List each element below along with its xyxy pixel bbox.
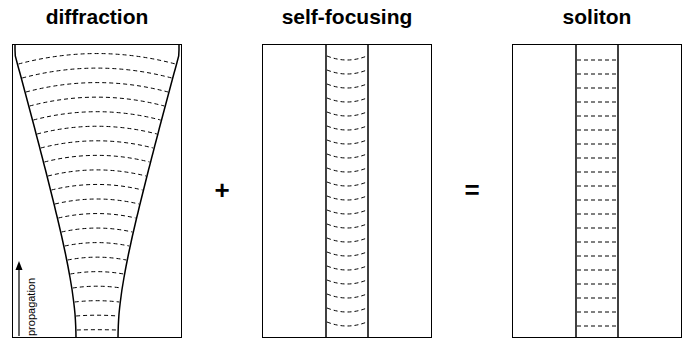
wavefront bbox=[577, 88, 617, 89]
beam-edge bbox=[15, 44, 76, 338]
wavefront bbox=[327, 210, 367, 214]
wavefront bbox=[577, 270, 617, 271]
wavefront bbox=[26, 83, 168, 92]
wavefront bbox=[327, 70, 367, 74]
wavefront bbox=[30, 97, 165, 106]
wavefront bbox=[48, 170, 146, 176]
wavefront bbox=[327, 224, 367, 228]
wavefront bbox=[58, 214, 135, 218]
self-focusing-wavefronts bbox=[327, 56, 367, 326]
wavefront bbox=[327, 84, 367, 88]
wavefront bbox=[577, 60, 617, 61]
wavefront bbox=[76, 315, 118, 317]
axis-label: propagation bbox=[25, 278, 38, 336]
plus-sign: + bbox=[214, 175, 229, 206]
soliton-wavefronts bbox=[577, 60, 617, 326]
wavefront bbox=[577, 130, 617, 131]
wavefront bbox=[577, 214, 617, 215]
wavefront bbox=[577, 144, 617, 145]
diffraction-beam bbox=[15, 44, 179, 338]
wavefront bbox=[70, 272, 123, 274]
wavefront bbox=[55, 199, 139, 204]
wavefront bbox=[327, 308, 367, 312]
propagation-arrow bbox=[16, 261, 23, 336]
wavefront bbox=[327, 252, 367, 256]
wavefront bbox=[41, 141, 153, 148]
wavefront bbox=[62, 228, 133, 232]
panel-title: self-focusing bbox=[243, 5, 451, 29]
wavefront bbox=[327, 154, 367, 158]
wavefront bbox=[327, 126, 367, 130]
beam-panel: soliton bbox=[512, 44, 682, 338]
wavefront bbox=[327, 322, 367, 326]
wavefront bbox=[327, 168, 367, 172]
wavefront bbox=[19, 54, 176, 64]
wavefront bbox=[77, 329, 117, 330]
wavefront bbox=[22, 68, 172, 78]
wavefront bbox=[68, 257, 127, 260]
wavefront bbox=[577, 242, 617, 243]
wavefront bbox=[327, 280, 367, 284]
wavefront bbox=[327, 56, 367, 60]
wavefront bbox=[577, 102, 617, 103]
panel-title: soliton bbox=[493, 5, 694, 29]
wavefront bbox=[577, 158, 617, 159]
beam-panel: self-focusing bbox=[262, 44, 432, 338]
wavefront bbox=[37, 126, 157, 134]
beam-panel: diffraction bbox=[12, 44, 182, 338]
wavefront bbox=[577, 228, 617, 229]
beam-edge bbox=[118, 44, 179, 338]
wavefront bbox=[577, 172, 617, 173]
wavefront bbox=[75, 301, 120, 302]
wavefront bbox=[577, 256, 617, 257]
self-focusing-beam bbox=[326, 44, 368, 338]
wavefront bbox=[577, 116, 617, 117]
wavefront bbox=[577, 200, 617, 201]
wavefront bbox=[327, 196, 367, 200]
wavefront bbox=[327, 112, 367, 116]
wavefront bbox=[327, 182, 367, 186]
equals-sign: = bbox=[464, 175, 479, 206]
wavefront bbox=[577, 186, 617, 187]
wavefront bbox=[327, 140, 367, 144]
panel-title: diffraction bbox=[0, 5, 201, 29]
wavefront bbox=[577, 312, 617, 313]
wavefront bbox=[327, 266, 367, 270]
wavefront bbox=[73, 286, 121, 288]
wavefront bbox=[577, 74, 617, 75]
wavefront bbox=[327, 238, 367, 242]
wavefront bbox=[33, 112, 160, 120]
wavefront bbox=[577, 298, 617, 299]
wavefront bbox=[52, 184, 143, 190]
wavefront bbox=[65, 243, 129, 246]
wavefront bbox=[327, 294, 367, 298]
wavefront bbox=[327, 98, 367, 102]
soliton-beam bbox=[576, 44, 618, 338]
wavefront bbox=[577, 326, 617, 327]
wavefront bbox=[44, 155, 149, 162]
wavefront bbox=[577, 284, 617, 285]
